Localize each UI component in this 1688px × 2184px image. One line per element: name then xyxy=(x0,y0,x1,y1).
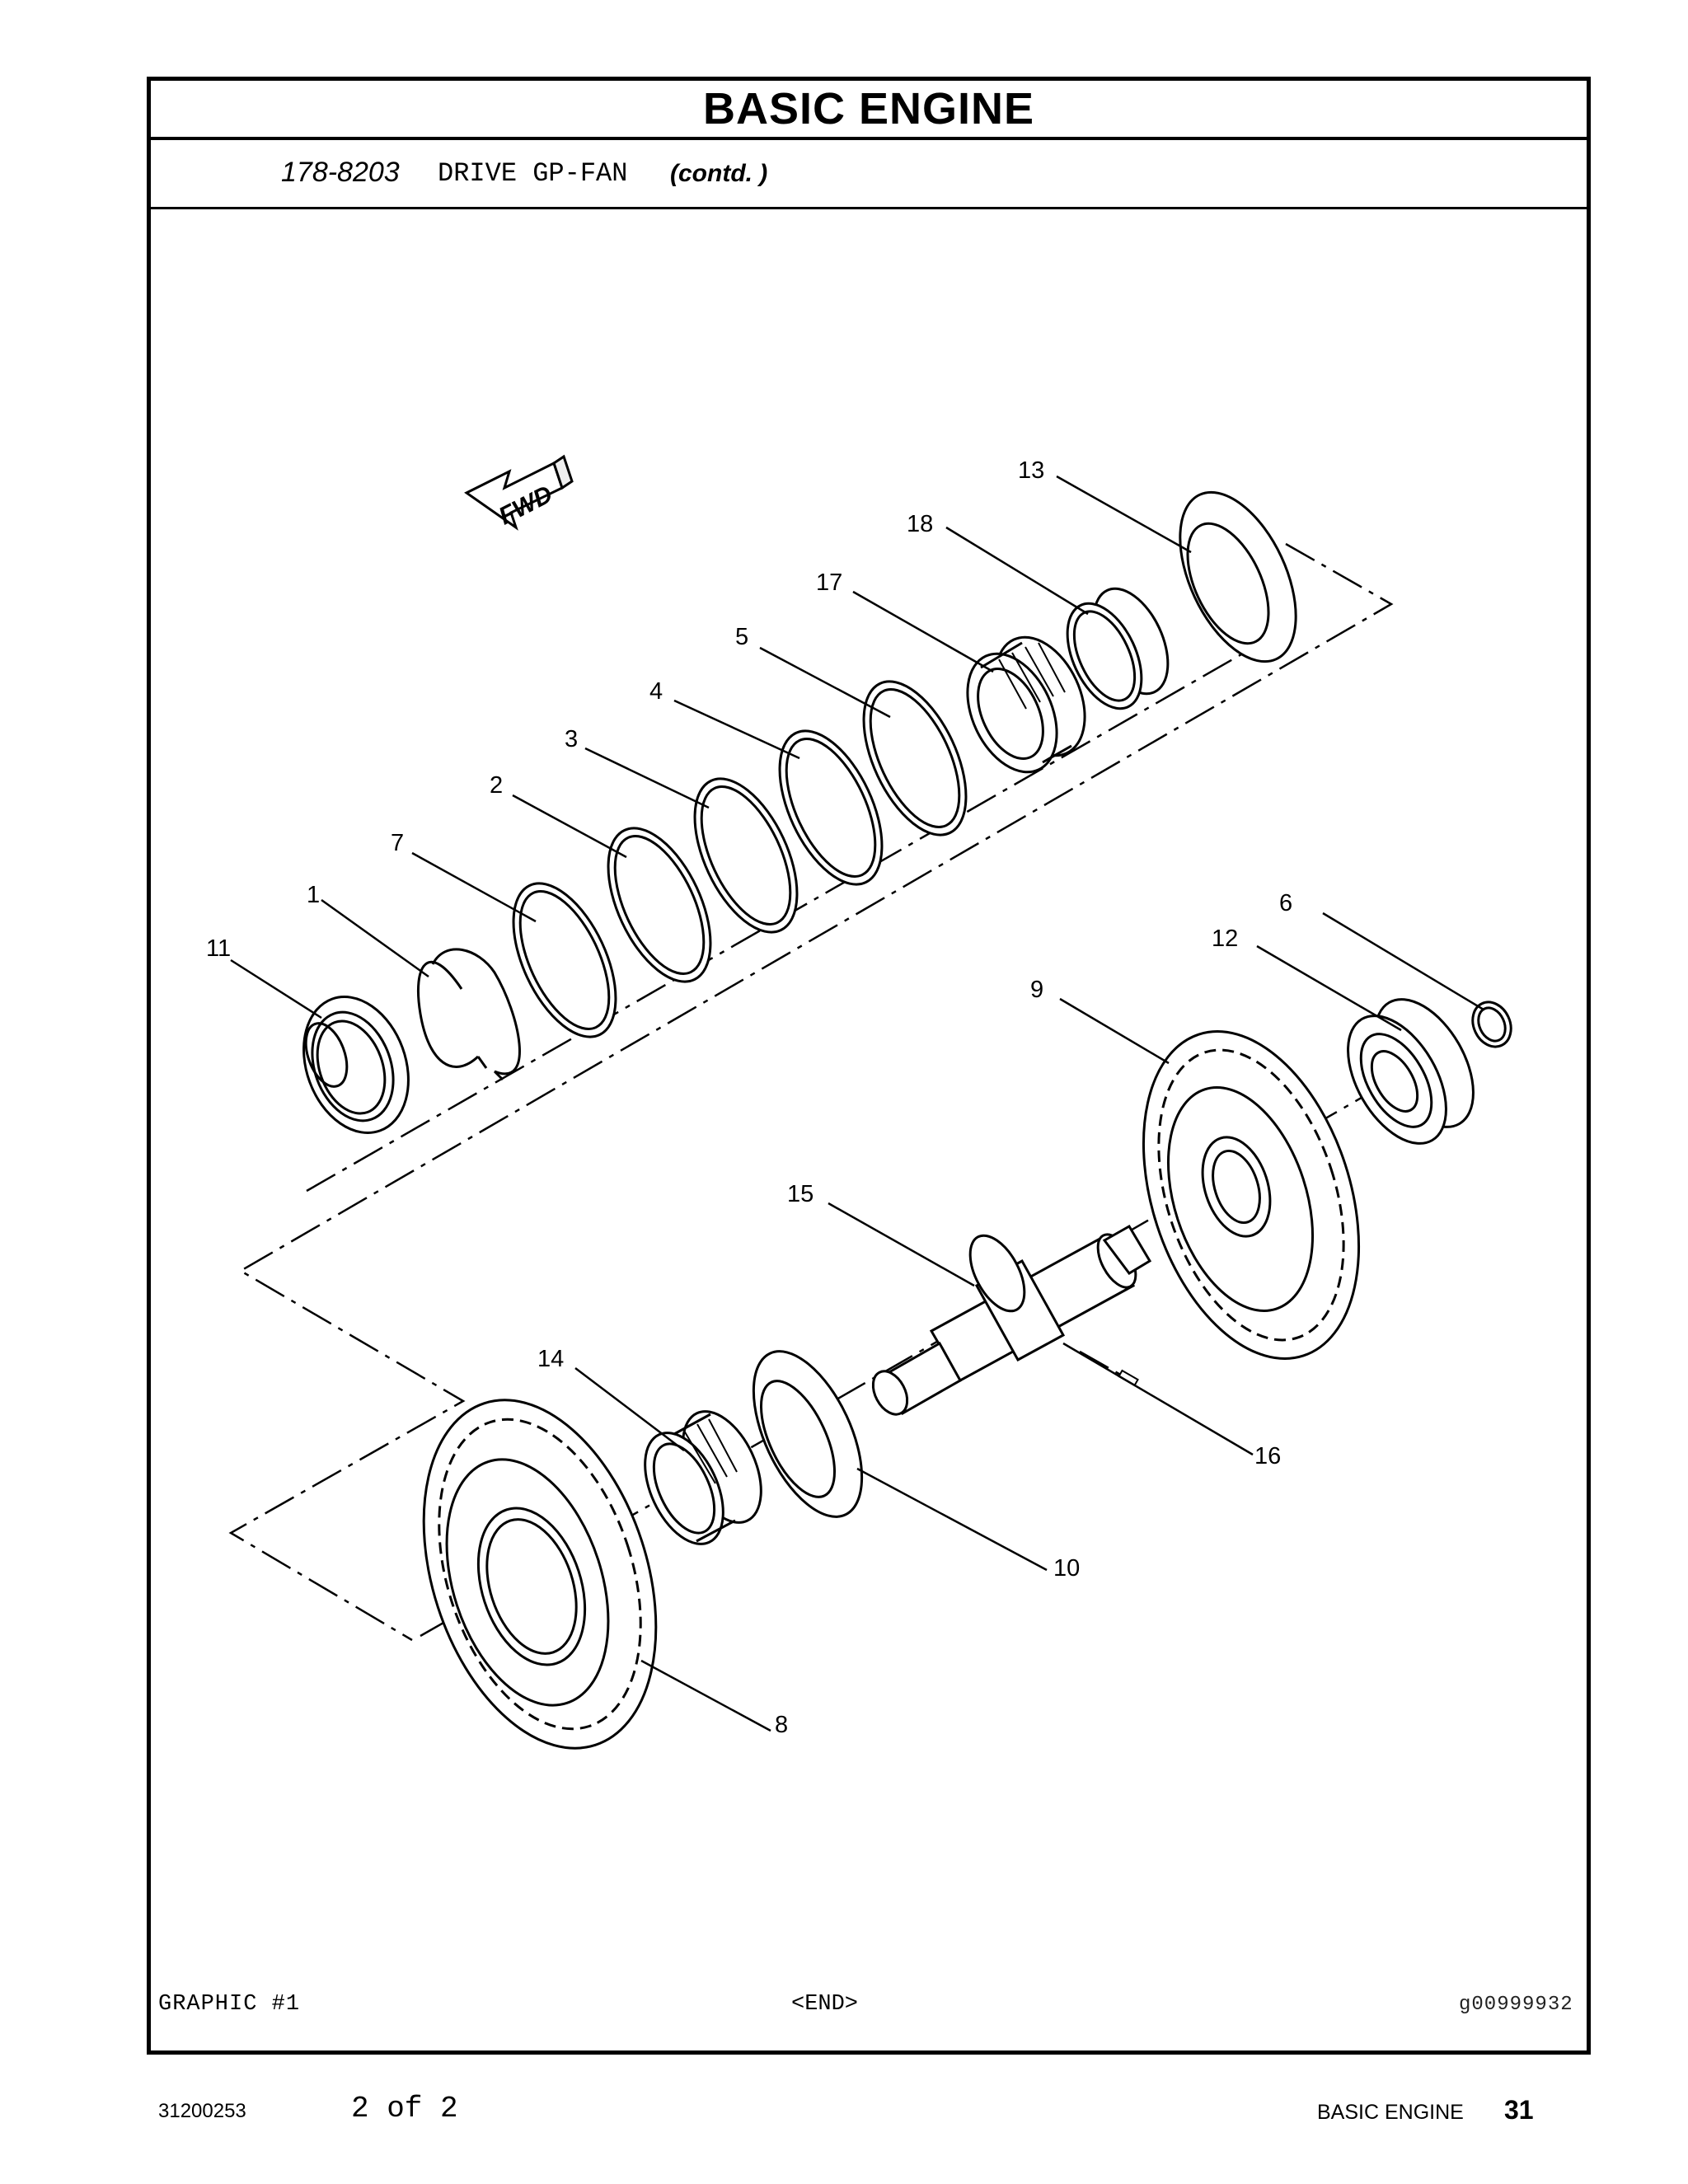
part-10-washer xyxy=(752,1350,864,1518)
callout-3: 3 xyxy=(565,726,578,752)
callout-17: 17 xyxy=(816,569,842,596)
continued-label: (contd. ) xyxy=(670,160,768,187)
callout-11: 11 xyxy=(206,935,231,962)
callout-numbers: 13 18 17 5 4 3 2 7 1 11 6 12 9 15 14 16 … xyxy=(206,457,1292,1738)
graphic-label: GRAPHIC #1 xyxy=(158,1992,301,2017)
page-frame: BASIC ENGINE 178-8203 DRIVE GP-FAN (cont… xyxy=(147,77,1591,2055)
title-bar: BASIC ENGINE xyxy=(151,81,1587,140)
callout-18: 18 xyxy=(907,511,933,537)
page-title: BASIC ENGINE xyxy=(702,84,1035,134)
part-8-gear xyxy=(422,1399,658,1750)
callout-1: 1 xyxy=(307,882,320,908)
part-15-shaft xyxy=(871,1224,1152,1416)
ring-group xyxy=(512,680,968,1038)
page-of: 2 of 2 xyxy=(351,2092,458,2125)
callout-16: 16 xyxy=(1254,1443,1281,1469)
part-name: DRIVE GP-FAN xyxy=(438,158,628,189)
callout-5: 5 xyxy=(735,624,748,650)
callout-7: 7 xyxy=(391,830,404,856)
part-13-washer xyxy=(1179,490,1297,663)
callout-14: 14 xyxy=(537,1346,564,1372)
callout-13: 13 xyxy=(1018,457,1044,484)
graphic-id: g00999932 xyxy=(1459,1994,1573,2016)
part-11-seal xyxy=(302,996,410,1134)
part-17-bearing xyxy=(966,635,1086,774)
callout-4: 4 xyxy=(649,678,663,705)
callout-8: 8 xyxy=(775,1712,788,1738)
callout-10: 10 xyxy=(1053,1555,1080,1582)
part-number: 178-8203 xyxy=(281,157,400,188)
part-18-race xyxy=(1066,587,1170,710)
callout-12: 12 xyxy=(1212,926,1238,952)
end-marker: <END> xyxy=(791,1992,859,2017)
callout-leaders xyxy=(230,475,1484,1732)
fwd-arrow-icon: FWD xyxy=(464,454,574,531)
callout-15: 15 xyxy=(787,1181,814,1207)
section-name: BASIC ENGINE xyxy=(1317,2101,1464,2124)
part-14-bearing xyxy=(644,1410,762,1545)
part-9-gear xyxy=(1142,1030,1361,1360)
document-number: 31200253 xyxy=(158,2100,246,2122)
callout-6: 6 xyxy=(1279,890,1292,916)
subtitle-bar: 178-8203 DRIVE GP-FAN (contd. ) xyxy=(151,140,1587,209)
part-1-snap-ring xyxy=(416,948,521,1081)
page-number: 31 xyxy=(1504,2095,1534,2125)
callout-9: 9 xyxy=(1030,977,1043,1003)
part-6-ring xyxy=(1471,1001,1512,1048)
part-12-bearing xyxy=(1347,998,1475,1145)
callout-2: 2 xyxy=(490,772,503,799)
